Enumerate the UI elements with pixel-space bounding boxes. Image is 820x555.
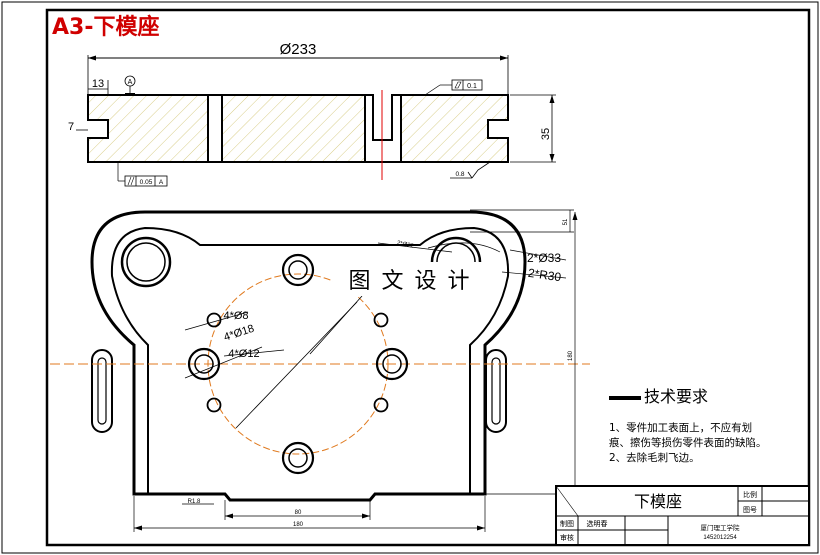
tech-req-line-2: 痕、擦伤等损伤零件表面的缺陷。: [609, 436, 767, 449]
inner-frame: [45, 8, 811, 547]
plan-view: 4*Ø8 4*Ø18 4*Ø12 2*Ø33 2*R30 2*Ø22 51 18…: [50, 209, 590, 532]
parallelism-datum: A: [159, 179, 164, 186]
roughness-value: 0.8: [455, 171, 464, 178]
callout-small: 2*Ø22: [396, 240, 415, 250]
dim-right-small: 51: [563, 218, 569, 225]
parallelism-value: 0.05: [140, 179, 153, 186]
reviewer-label: 审核: [560, 533, 574, 542]
flatness-value: 0.1: [467, 83, 477, 90]
dim-overall-diameter: Ø233: [280, 41, 317, 58]
student-number: 1452012254: [703, 535, 737, 541]
callout-hole-8: 4*Ø8: [223, 310, 248, 322]
technical-requirements: 技术要求 1、零件加工表面上，不应有划 痕、擦伤等损伤零件表面的缺陷。 2、去除…: [609, 387, 767, 464]
drawing-no-label: 图号: [743, 506, 757, 514]
part-name: 下模座: [634, 492, 682, 511]
tech-req-line-1: 1、零件加工表面上，不应有划: [609, 421, 752, 434]
dim-step-7: 7: [68, 121, 74, 133]
drafter-name: 选明春: [587, 519, 608, 528]
callout-r30: 2*R30: [527, 266, 562, 285]
dim-height-35: 35: [540, 128, 552, 140]
sheet-title: A3-下模座: [52, 14, 159, 40]
tech-req-heading: 技术要求: [644, 387, 708, 406]
title-block: 下模座 比例 图号 制图 选明春 审核 厦门理工学院 1452012254: [555, 485, 810, 546]
dim-left-13: 13: [92, 78, 104, 90]
dim-bottom-width: 180: [293, 522, 304, 528]
datum-label: A: [128, 79, 133, 86]
callout-hole-33: 2*Ø33: [527, 251, 561, 265]
callout-hole-18: 4*Ø18: [222, 323, 255, 344]
section-view: Ø233 13 7 35 A 0.1 0.05: [68, 41, 556, 187]
dim-bottom-small: 80: [295, 510, 302, 516]
scale-label: 比例: [743, 490, 757, 499]
drafter-label: 制图: [560, 519, 574, 528]
watermark-text: 图 文 设 计: [349, 269, 472, 294]
school-name: 厦门理工学院: [701, 523, 741, 532]
tech-req-line-3: 2、去除毛刺飞边。: [609, 451, 700, 464]
dim-bottom-left: R1.8: [188, 499, 201, 505]
dim-plan-height: 180: [568, 350, 574, 361]
callout-hole-12: 4*Ø12: [228, 348, 259, 360]
